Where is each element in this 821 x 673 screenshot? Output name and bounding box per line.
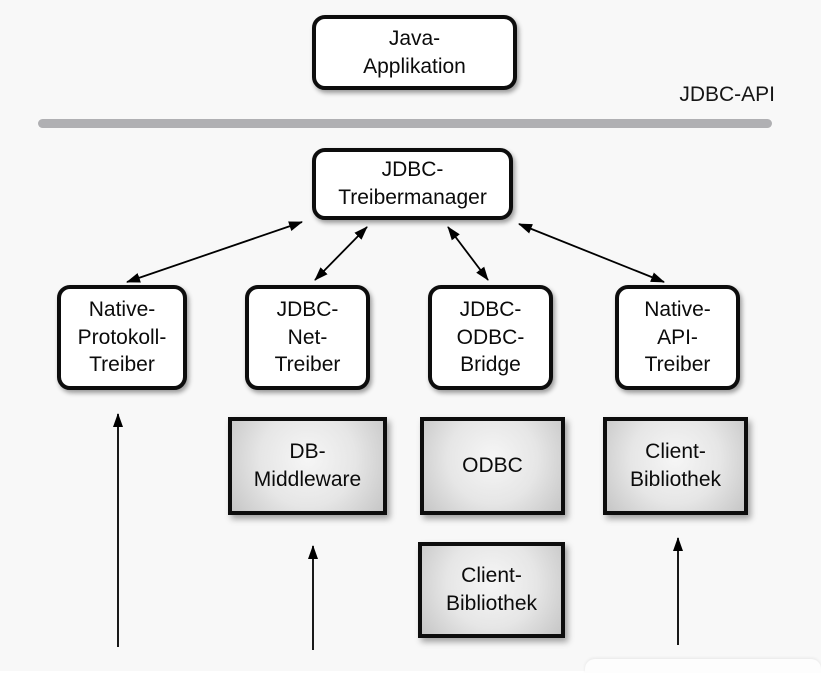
double-arrow: [447, 226, 489, 281]
double-arrow: [314, 226, 368, 281]
node-odbc-label: ODBC: [462, 454, 523, 478]
node-jdbc-net-treiber: JDBC- Net- Treiber: [245, 285, 370, 390]
node-db-middleware-label: DB- Middleware: [253, 440, 362, 491]
node-db-middleware: DB- Middleware: [228, 417, 387, 515]
node-client-bibliothek-right: Client- Bibliothek: [603, 417, 748, 515]
jdbc-api-divider-line: [38, 119, 772, 128]
node-native-api-treiber: Native- API- Treiber: [615, 285, 740, 390]
node-jdbc-odbc-bridge-label: JDBC- ODBC- Bridge: [456, 297, 525, 377]
node-jdbc-odbc-bridge: JDBC- ODBC- Bridge: [428, 285, 553, 390]
partial-box-bottom-right: [585, 659, 821, 673]
node-jdbc-treibermanager: JDBC- Treibermanager: [312, 148, 513, 220]
node-jdbc-net-treiber-label: JDBC- Net- Treiber: [274, 297, 341, 377]
node-odbc: ODBC: [420, 417, 565, 515]
double-arrow: [518, 223, 665, 283]
node-native-api-treiber-label: Native- API- Treiber: [644, 297, 711, 377]
node-client-bibliothek-right-label: Client- Bibliothek: [629, 440, 722, 491]
node-native-protokoll-treiber-label: Native- Protokoll- Treiber: [77, 297, 167, 377]
jdbc-api-label: JDBC-API: [679, 83, 775, 106]
node-client-bibliothek-bottom-label: Client- Bibliothek: [445, 564, 538, 615]
node-native-protokoll-treiber: Native- Protokoll- Treiber: [57, 285, 187, 390]
node-jdbc-treibermanager-label: JDBC- Treibermanager: [338, 158, 487, 209]
node-client-bibliothek-bottom: Client- Bibliothek: [418, 542, 565, 638]
node-java-applikation-label: Java- Applikation: [363, 26, 466, 78]
double-arrow: [126, 221, 303, 283]
node-java-applikation: Java- Applikation: [312, 15, 517, 90]
